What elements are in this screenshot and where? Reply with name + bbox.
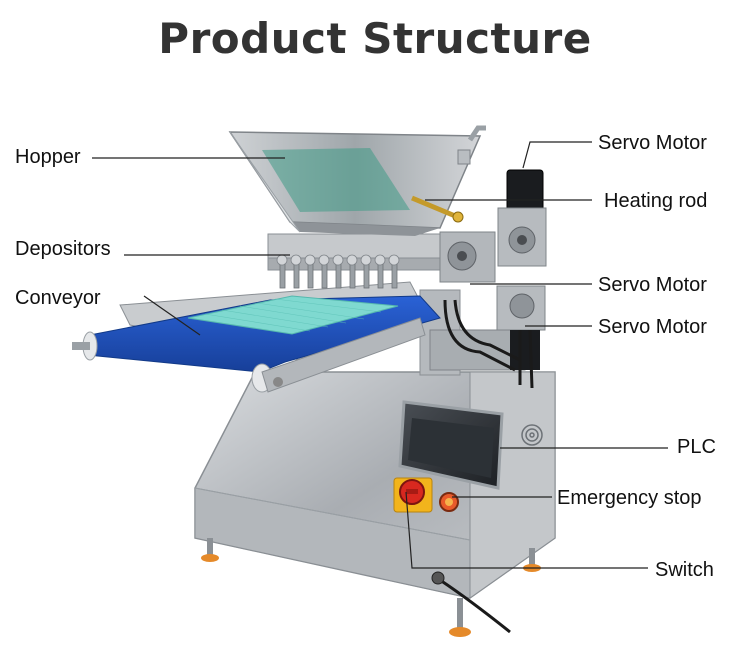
- label-servo-motor-3: Servo Motor: [598, 316, 707, 338]
- leader-switch: [405, 491, 648, 569]
- label-heating-rod: Heating rod: [604, 190, 708, 212]
- control-panel: [393, 477, 459, 513]
- cabinet: [194, 371, 556, 599]
- plc-screen[interactable]: [398, 400, 504, 490]
- servo-motor-2: [439, 231, 496, 283]
- power-cable: [439, 578, 511, 634]
- vent-grille: [521, 424, 543, 446]
- label-servo-motor-2: Servo Motor: [598, 274, 707, 296]
- depositor-head: [267, 233, 444, 289]
- wiring: [443, 299, 534, 389]
- leader-conveyor: [143, 295, 201, 336]
- conveyor: [72, 281, 441, 393]
- label-servo-motor-1: Servo Motor: [598, 132, 707, 154]
- machine-feet: [201, 538, 541, 637]
- heating-rod: [411, 195, 464, 223]
- label-switch: Switch: [655, 559, 714, 581]
- label-depositors: Depositors: [15, 238, 111, 260]
- diagram-title: Product Structure: [158, 14, 592, 63]
- label-conveyor: Conveyor: [15, 287, 101, 309]
- label-emergency-stop: Emergency stop: [557, 487, 702, 509]
- depositor-nozzles: [279, 261, 398, 289]
- label-hopper: Hopper: [15, 146, 81, 168]
- leader-lines: [92, 141, 668, 569]
- leader-servo-motor-1: [522, 141, 592, 169]
- servo-motor-3: [496, 285, 546, 370]
- label-plc: PLC: [677, 436, 716, 458]
- cable-gland: [431, 571, 445, 585]
- hopper: [228, 125, 486, 236]
- servo-motor-1: [497, 169, 547, 267]
